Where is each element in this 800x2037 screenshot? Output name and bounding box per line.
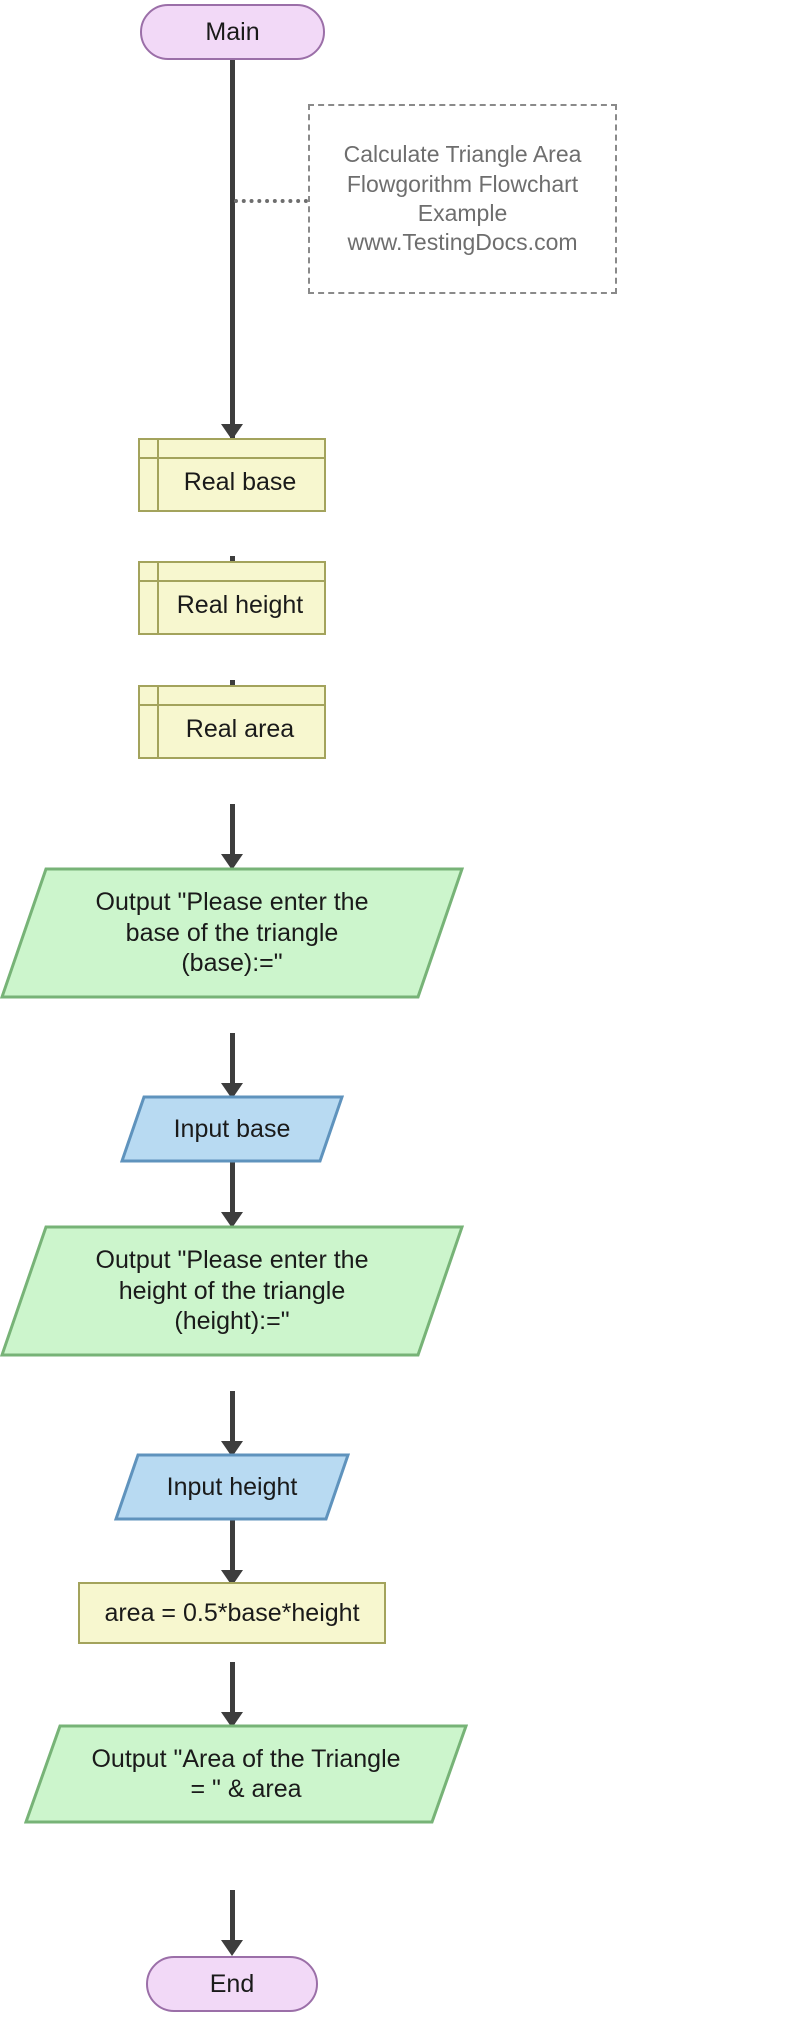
node-declare-base[interactable]: Real base [138, 438, 326, 512]
connector-input-base-to-output-height [230, 1162, 235, 1224]
arrowhead-output-prompt-height [221, 1212, 243, 1228]
node-assign-area-label: area = 0.5*base*height [104, 1598, 360, 1627]
connector-output-height-to-input-height [230, 1391, 235, 1453]
node-assign-area[interactable]: area = 0.5*base*height [78, 1582, 386, 1644]
parallelogram-shape [24, 1724, 468, 1824]
node-output-prompt-base[interactable]: Output "Please enter the base of the tri… [0, 867, 464, 999]
connector-declare-area-to-output-base [230, 804, 235, 866]
arrowhead-input-base [221, 1083, 243, 1099]
node-input-height[interactable]: Input height [114, 1453, 350, 1521]
node-declare-area[interactable]: Real area [138, 685, 326, 759]
node-start-main[interactable]: Main [140, 4, 325, 60]
node-end-label: End [209, 1969, 255, 1998]
declare-notch-vertical [157, 563, 159, 633]
node-end[interactable]: End [146, 1956, 318, 2012]
arrowhead-output-result [221, 1712, 243, 1728]
arrowhead-end [221, 1940, 243, 1956]
node-output-result[interactable]: Output "Area of the Triangle = " & area [24, 1724, 468, 1824]
arrowhead-output-prompt-base [221, 854, 243, 870]
node-declare-area-label: Real area [185, 714, 295, 743]
arrowhead-declare-base [221, 424, 243, 440]
declare-notch-vertical [157, 440, 159, 510]
connector-start-to-declare-base [230, 58, 235, 440]
node-declare-height[interactable]: Real height [138, 561, 326, 635]
connector-assign-to-output-result [230, 1662, 235, 1724]
connector-output-base-to-input-base [230, 1033, 235, 1095]
declare-notch-vertical [157, 687, 159, 757]
declare-notch-horizontal [140, 457, 324, 459]
node-input-base[interactable]: Input base [120, 1095, 344, 1163]
parallelogram-shape [120, 1095, 344, 1163]
parallelogram-shape [0, 1225, 464, 1357]
comment-text: Calculate Triangle Area Flowgorithm Flow… [343, 141, 582, 256]
node-start-label: Main [205, 17, 260, 46]
node-output-prompt-height[interactable]: Output "Please enter the height of the t… [0, 1225, 464, 1357]
declare-notch-horizontal [140, 704, 324, 706]
parallelogram-shape [0, 867, 464, 999]
comment-box[interactable]: Calculate Triangle Area Flowgorithm Flow… [308, 104, 617, 294]
connector-output-result-to-end [230, 1890, 235, 1952]
node-declare-height-label: Real height [176, 590, 304, 619]
node-declare-base-label: Real base [183, 467, 297, 496]
arrowhead-input-height [221, 1441, 243, 1457]
connector-input-height-to-assign [230, 1520, 235, 1582]
comment-connector-line [234, 199, 308, 203]
parallelogram-shape [114, 1453, 350, 1521]
declare-notch-horizontal [140, 580, 324, 582]
